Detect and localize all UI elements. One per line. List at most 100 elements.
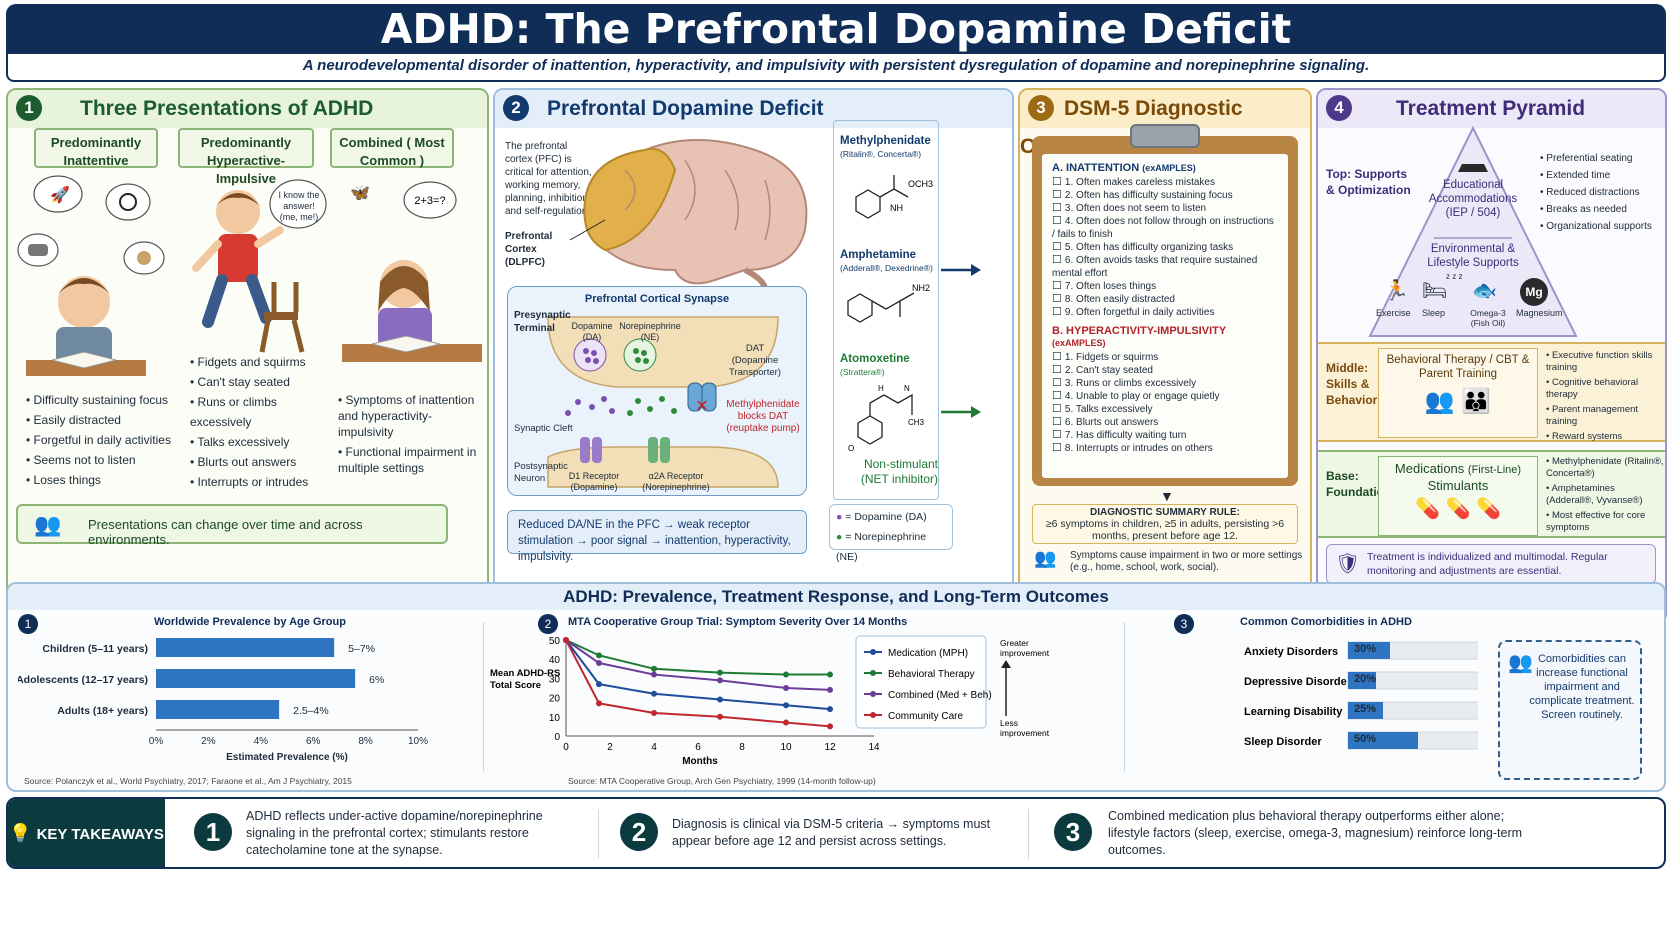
data-point xyxy=(596,652,602,659)
base-label: Base: Foundation xyxy=(1326,469,1392,499)
list-item: Difficulty sustaining focus xyxy=(26,390,176,410)
panel-number: 4 xyxy=(1326,95,1352,121)
bar xyxy=(156,638,335,657)
x-tick-label: 4 xyxy=(651,742,657,753)
divider xyxy=(1124,622,1125,772)
list-item: Amphetamines (Adderall®, Vyvanse®) xyxy=(1546,483,1664,507)
nonstimulant-label: Non-stimulant (NET inhibitor) xyxy=(860,457,938,486)
drug-arrows xyxy=(941,264,981,418)
exercise-icon: 🏃 xyxy=(1384,280,1409,302)
list-item: 4. Often does not follow through on inst… xyxy=(1052,215,1278,241)
presentations-note-box: 👥 Presentations can change over time and… xyxy=(16,504,448,547)
clipboard-icon: A. INATTENTION (exAMPLES) 1. Often makes… xyxy=(1032,124,1298,486)
combined-symptoms: Symptoms of inattention and hyperactivit… xyxy=(338,392,484,476)
bar-label: Children (5–11 years) xyxy=(42,643,148,655)
neurotransmitter-legend: ● = Dopamine (DA) ● = Norepinephrine (NE… xyxy=(829,504,953,563)
bar-value-label: 50% xyxy=(1354,733,1377,745)
data-point xyxy=(717,669,723,676)
divider xyxy=(483,622,484,772)
presentation-combined: Combined ( Most Common ) xyxy=(330,128,454,168)
list-item: Cognitive behavioral therapy xyxy=(1546,377,1664,401)
x-tick-label: 8% xyxy=(358,736,373,747)
methylphenidate-structure-icon: OCH3 NH xyxy=(855,175,933,219)
list-item: 9. Often forgetful in daily activities xyxy=(1052,306,1278,319)
girl-reading-icon xyxy=(342,260,482,362)
list-item: 8. Often easily distracted xyxy=(1052,293,1278,306)
legend-swatch-dot xyxy=(870,691,876,697)
list-item: Easily distracted xyxy=(26,410,176,430)
people-icon: 👥 xyxy=(1034,548,1057,568)
bar-label: Depressive Disorders xyxy=(1244,676,1357,688)
chem-h: H xyxy=(878,384,884,393)
dopamine-summary: Reduced DA/NE in the PFC → weak receptor… xyxy=(507,510,807,563)
series-line xyxy=(565,639,831,711)
data-point xyxy=(783,671,789,678)
y-tick-label: 50 xyxy=(549,636,561,647)
data-point xyxy=(783,685,789,691)
x-tick-label: 2 xyxy=(607,742,613,753)
rule-text: ≥6 symptoms in children, ≥5 in adults, p… xyxy=(1045,518,1285,542)
data-point xyxy=(783,719,789,726)
ball-icon xyxy=(119,193,137,211)
list-item: 1. Fidgets or squirms xyxy=(1052,351,1278,364)
chem-nh2: NH2 xyxy=(912,283,930,293)
comorbid-note-box: 👥 Comorbidities can increase functional … xyxy=(1498,640,1642,780)
top-label: Top: Supports & Optimization xyxy=(1326,167,1411,197)
bar-label: Learning Disability xyxy=(1244,706,1343,718)
prevalence-chart: Children (5–11 years)5–7%Adolescents (12… xyxy=(18,638,428,763)
list-item: 5. Talks excessively xyxy=(1052,403,1278,416)
pfc-description: The prefrontal cortex (PFC) is critical … xyxy=(505,141,592,217)
rule-title: DIAGNOSTIC SUMMARY RULE: xyxy=(1090,507,1240,518)
chem-o: O xyxy=(848,444,854,453)
lifestyle-label: Omega-3 (Fish Oil) xyxy=(1470,308,1506,328)
block-x-icon: ✕ xyxy=(695,398,708,415)
drug-name-atomoxetine: Atomoxetine xyxy=(840,353,910,365)
presentations-note: Presentations can change over time and a… xyxy=(88,517,363,547)
presynaptic-label: Presynaptic Terminal xyxy=(514,310,571,334)
chem-nh: NH xyxy=(890,203,903,213)
list-item: Symptoms of inattention and hyperactivit… xyxy=(338,392,484,440)
middle-tier: Middle: Skills & Behavior Behavioral The… xyxy=(1318,342,1665,442)
drug-list: Methylphenidate (Ritalin®, Concerta®) OC… xyxy=(833,120,939,500)
presentation-illustrations: 🚀 I know the answer! (me, me!) 🦋 2+3=? xyxy=(17,175,482,376)
inattentive-symptoms: Difficulty sustaining focus Easily distr… xyxy=(26,390,176,490)
x-axis-label: Months xyxy=(682,756,718,767)
impairment-note: Symptoms cause impairment in two or more… xyxy=(1070,550,1303,573)
chart-legend xyxy=(855,635,987,729)
takeaway-number: 1 xyxy=(194,813,232,851)
list-item: Extended time xyxy=(1540,169,1666,182)
divider xyxy=(1028,809,1029,859)
key-takeaways-header: 💡 KEY TAKEAWAYS xyxy=(8,799,165,867)
treatment-note: Treatment is individualized and multimod… xyxy=(1367,551,1608,577)
list-item: 2. Often has difficulty sustaining focus xyxy=(1052,189,1278,202)
list-item: 1. Often makes careless mistakes xyxy=(1052,176,1278,189)
da-label: Dopamine (DA) xyxy=(571,321,613,342)
divider xyxy=(598,809,599,859)
drug-name-amphetamine: Amphetamine xyxy=(840,249,917,261)
bar-label: Anxiety Disorders xyxy=(1244,646,1338,658)
mta-title: MTA Cooperative Group Trial: Symptom Sev… xyxy=(568,616,908,628)
shield-check-icon: 🛡 xyxy=(1335,553,1361,575)
list-item: 6. Often avoids tasks that require susta… xyxy=(1052,254,1278,280)
data-point xyxy=(596,700,602,707)
x-axis-label: Estimated Prevalence (%) xyxy=(226,752,348,763)
bar xyxy=(1348,672,1376,689)
x-tick-label: 0% xyxy=(149,736,164,747)
hyperactive-symptoms: Fidgets and squirms Can't stay seated Ru… xyxy=(190,352,340,492)
data-point xyxy=(717,677,723,684)
middle-block-box: Behavioral Therapy / CBT & Parent Traini… xyxy=(1378,348,1538,438)
y-tick-label: 0 xyxy=(554,732,560,743)
outcomes-section: ADHD: Prevalence, Treatment Response, an… xyxy=(6,582,1666,792)
prevalence-source: Source: Polanczyk et al., World Psychiat… xyxy=(24,776,352,786)
base-tier: Base: Foundation Medications (First-Line… xyxy=(1318,450,1665,538)
takeaway-text: ADHD reflects under-active dopamine/nore… xyxy=(246,809,543,857)
legend-label: Community Care xyxy=(888,711,963,722)
x-tick-label: 10 xyxy=(780,742,792,753)
treatment-note-box: 🛡 Treatment is individualized and multim… xyxy=(1326,544,1656,584)
bar-value-label: 2.5–4% xyxy=(293,705,329,717)
bar xyxy=(1348,702,1383,719)
speech-bubble-icon xyxy=(269,179,327,229)
chart-number: 3 xyxy=(1174,614,1194,634)
a2a-label: α2A Receptor (Norepinephrine) xyxy=(642,471,710,492)
